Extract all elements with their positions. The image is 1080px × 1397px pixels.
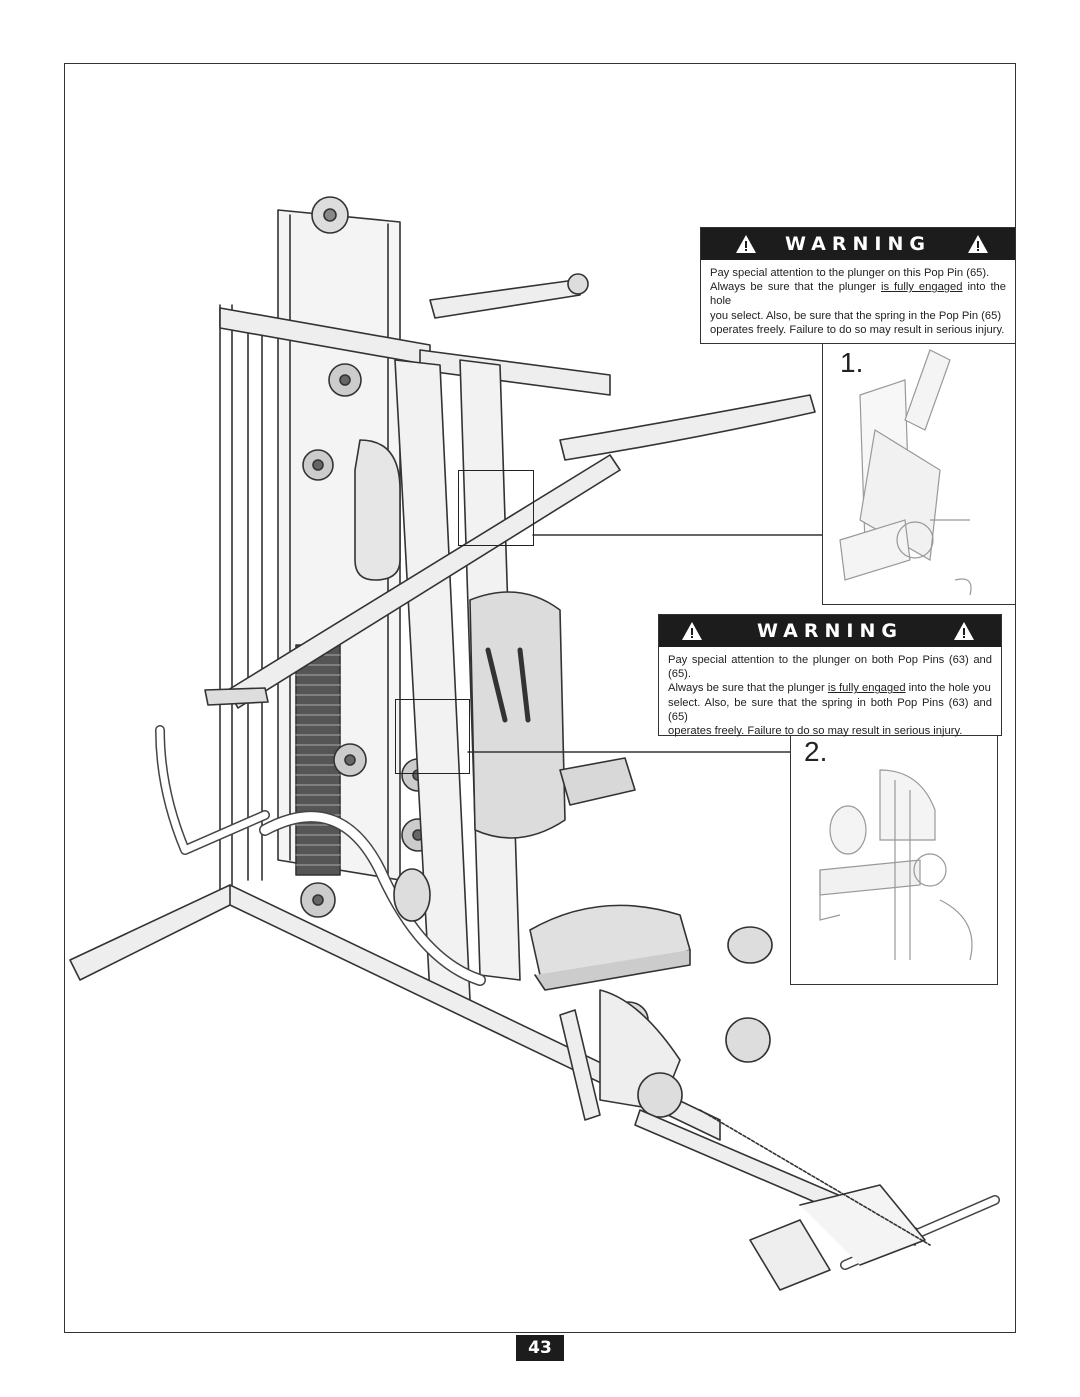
warning-text-1-line-2-start: Always be sure that the plunger (710, 281, 881, 294)
detail-box-2 (790, 735, 998, 985)
page-number: 43 (516, 1335, 564, 1361)
warning-text-2-line-2-start: Always be sure that the plunger (668, 682, 828, 695)
page-frame (64, 63, 1016, 1333)
warning-text-1-line-2: Always be sure that the plunger is fully… (710, 280, 1006, 308)
warning-header-2: WARNING (659, 615, 1001, 647)
warning-text-1-emphasis: is fully engaged (881, 281, 963, 294)
warning-text-2-line-4: operates freely. Failure to do so may re… (668, 725, 963, 738)
detail-box-1 (822, 343, 1016, 605)
warning-title-2: WARNING (757, 620, 903, 642)
warning-triangle-icon (954, 622, 974, 640)
warning-text-2-line-2: Always be sure that the plunger is fully… (668, 681, 992, 695)
step-number-1: 1. (840, 347, 864, 378)
step-number-2: 2. (804, 736, 828, 767)
warning-title-1: WARNING (785, 233, 931, 255)
warning-text-2-line-1: Pay special attention to the plunger on … (668, 654, 992, 681)
focus-box-pop-pin-1 (458, 470, 534, 546)
warning-text-1-line-2-end: into the hole (710, 281, 1006, 308)
warning-text-1: Pay special attention to the plunger on … (701, 260, 1015, 337)
warning-text-1-line-1: Pay special attention to the plunger on … (710, 267, 990, 279)
warning-text-2: Pay special attention to the plunger on … (659, 647, 1001, 738)
warning-triangle-icon (682, 622, 702, 640)
warning-text-1-line-4: operates freely. Failure to do so may re… (710, 323, 1005, 336)
warning-text-2-line-3: select. Also, be sure that the spring in… (668, 696, 992, 723)
warning-box-1: WARNING Pay special attention to the plu… (700, 227, 1016, 344)
warning-text-1-line-3: you select. Also, be sure that the sprin… (710, 309, 1002, 322)
focus-box-pop-pin-2 (395, 699, 470, 774)
warning-triangle-icon (736, 235, 756, 253)
warning-text-2-line-2-end: into the hole you (905, 682, 991, 695)
warning-triangle-icon (968, 235, 988, 253)
warning-text-2-emphasis: is fully engaged (827, 682, 906, 695)
warning-box-2: WARNING Pay special attention to the plu… (658, 614, 1002, 738)
warning-header-1: WARNING (701, 228, 1015, 260)
